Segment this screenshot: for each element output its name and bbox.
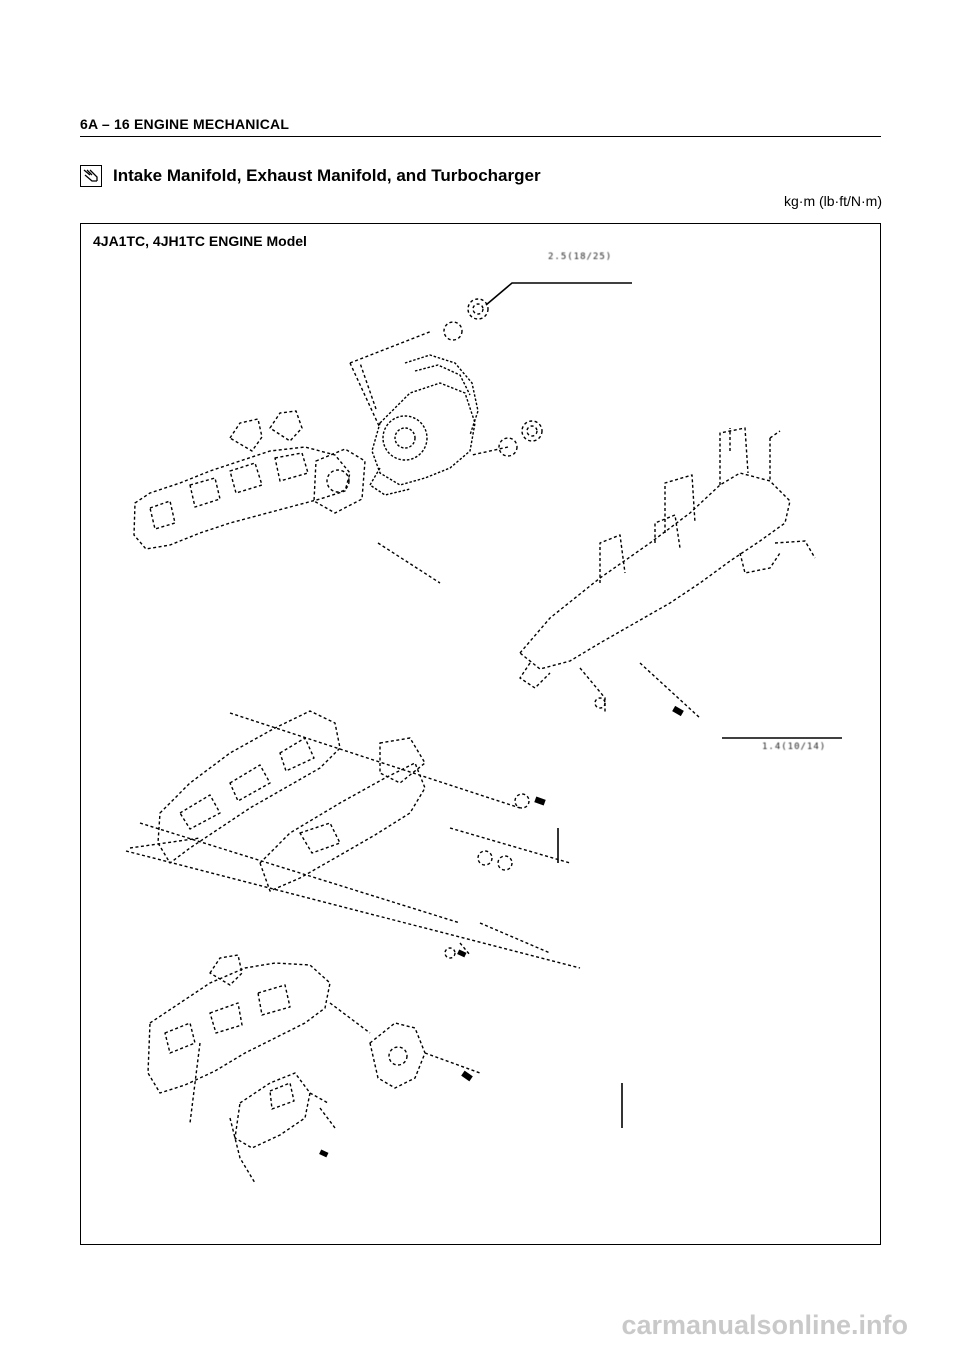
torque-spec-turbo-nut: 2.5(18/25): [548, 252, 612, 262]
torque-spec-intake-bolt: 1.4(10/14): [762, 742, 826, 752]
header-rule: [80, 136, 881, 137]
intake-manifold: [519, 427, 816, 689]
exhaust-manifold: [133, 410, 351, 550]
exploded-view-icon: [80, 165, 102, 187]
torque-value: 1.4(10/14): [762, 742, 827, 752]
exploded-view-illustration: [125, 282, 842, 1184]
lower-exhaust-manifold: [147, 954, 331, 1149]
lower-turbo-flange: [369, 1022, 426, 1089]
figure-frame: [80, 223, 881, 1245]
section-title: Intake Manifold, Exhaust Manifold, and T…: [113, 166, 541, 185]
heat-insulator: [157, 710, 426, 892]
torque-value: 2.5(18/25): [548, 252, 613, 262]
turbo-gasket: [313, 448, 366, 514]
figure-model-label: 4JA1TC, 4JH1TC ENGINE Model: [93, 233, 307, 249]
page-header: 6A – 16 ENGINE MECHANICAL: [80, 116, 290, 132]
watermark: carmanualsonline.info: [621, 1310, 908, 1340]
torque-units: kg·m (lb·ft/N·m): [784, 193, 882, 209]
turbocharger: [369, 354, 479, 496]
